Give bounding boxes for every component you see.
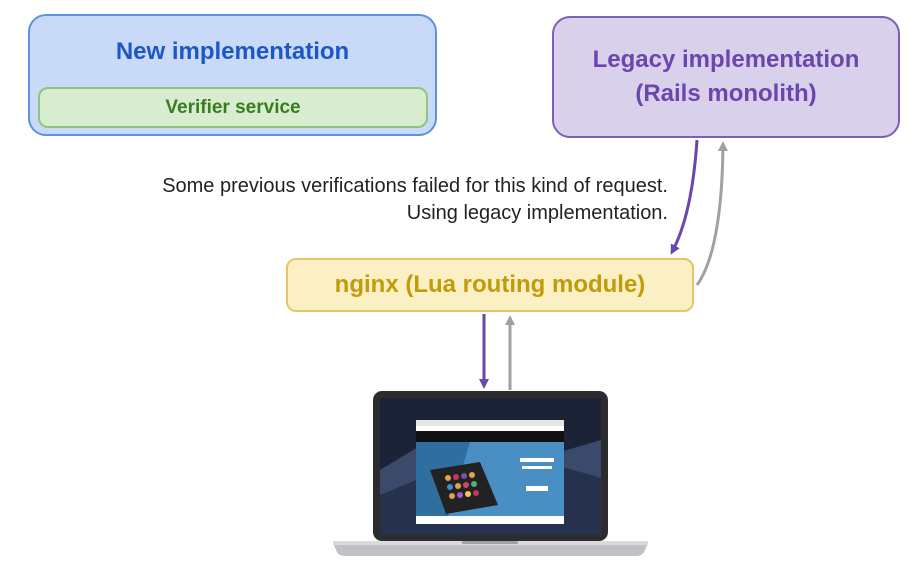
annotation-line1: Some previous verifications failed for t… bbox=[162, 175, 668, 197]
legacy-label-line2: (Rails monolith) bbox=[635, 80, 817, 107]
laptop-icon bbox=[333, 391, 648, 556]
verifier-service-label: Verifier service bbox=[165, 96, 301, 118]
nginx-box: nginx (Lua routing module) bbox=[286, 258, 694, 312]
routing-annotation: Some previous verifications failed for t… bbox=[162, 173, 668, 227]
nginx-to-legacy-arrow bbox=[695, 141, 728, 286]
browser-window-thumbnail bbox=[416, 420, 564, 524]
nginx-label: nginx (Lua routing module) bbox=[334, 271, 646, 298]
new-implementation-label: New implementation bbox=[115, 38, 350, 65]
verifier-service-box: Verifier service bbox=[38, 87, 428, 128]
legacy-to-nginx-arrow bbox=[670, 139, 699, 255]
legacy-label-line1: Legacy implementation bbox=[592, 46, 860, 73]
legacy-implementation-box: Legacy implementation (Rails monolith) bbox=[552, 16, 900, 138]
annotation-line2: Using legacy implementation. bbox=[406, 202, 668, 224]
